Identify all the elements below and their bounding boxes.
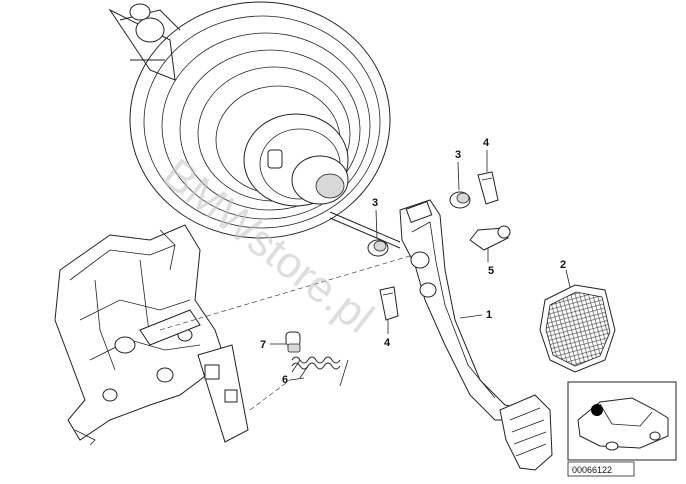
callout-3-right: 3 bbox=[455, 149, 461, 161]
callout-4-lower: 4 bbox=[384, 337, 391, 349]
clip-lower bbox=[379, 286, 399, 334]
rubber-bumper bbox=[270, 331, 301, 353]
brake-booster bbox=[108, 1, 391, 239]
clip-upper bbox=[477, 150, 499, 205]
callout-4-upper: 4 bbox=[483, 137, 490, 149]
pedal-bracket-housing bbox=[54, 224, 249, 446]
bushing-left bbox=[367, 209, 389, 257]
callout-6: 6 bbox=[282, 374, 288, 386]
callout-1: 1 bbox=[486, 309, 492, 321]
document-id: 00066122 bbox=[572, 465, 612, 475]
callout-2: 2 bbox=[560, 259, 566, 271]
callout-5: 5 bbox=[488, 265, 494, 277]
pivot-axis-line bbox=[159, 249, 431, 331]
return-spring bbox=[249, 356, 349, 411]
locator-dot bbox=[591, 404, 603, 416]
vehicle-locator-inset bbox=[567, 381, 677, 461]
bushing-right bbox=[449, 161, 471, 209]
brake-pedal bbox=[399, 199, 553, 471]
pedal-pad bbox=[539, 269, 616, 373]
pivot-pin bbox=[469, 225, 511, 262]
callout-3-left: 3 bbox=[372, 197, 378, 209]
push-rod bbox=[329, 211, 401, 249]
callout-7: 7 bbox=[260, 339, 266, 351]
